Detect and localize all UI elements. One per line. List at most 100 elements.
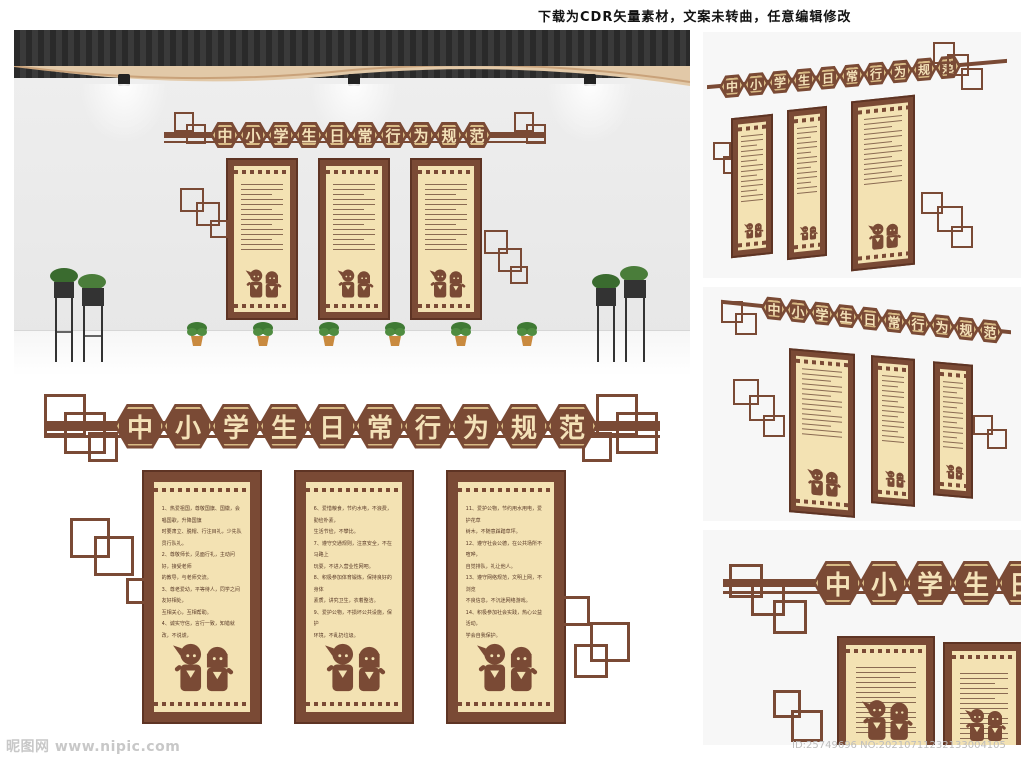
fret-border (154, 488, 250, 492)
title-hex-char: 中 (210, 122, 240, 148)
text-line-placeholder (802, 398, 842, 403)
text-line-placeholder (943, 396, 963, 399)
panel-board (794, 113, 820, 253)
rules-panel (851, 94, 915, 272)
potted-plant-icon (318, 320, 340, 354)
text-line-placeholder (741, 193, 763, 198)
spotlight-icon (118, 74, 130, 86)
text-line-placeholder (881, 430, 899, 433)
text-line-placeholder (240, 219, 284, 220)
text-line-placeholder (797, 166, 812, 170)
text-line-placeholder (881, 405, 905, 408)
title-hex-char: 小 (743, 71, 769, 96)
fret-border (796, 358, 848, 368)
title-hex-char: 常 (354, 403, 406, 449)
title-hex-char: 规 (498, 403, 550, 449)
text-line-placeholder (959, 723, 1009, 724)
rules-panel (943, 642, 1021, 745)
text-line-placeholder (741, 198, 763, 203)
text-line-placeholder (741, 163, 763, 168)
potted-plant-icon (450, 320, 472, 354)
text-line-placeholder (959, 698, 995, 699)
text-line-placeholder (424, 214, 468, 215)
text-line-placeholder (797, 185, 817, 190)
text-line-placeholder (797, 170, 817, 175)
title-hex-char: 为 (887, 59, 913, 84)
title-hex-char: 规 (434, 122, 464, 148)
text-line-placeholder (802, 418, 842, 423)
text-line-placeholder (240, 244, 284, 245)
text-line-placeholder (855, 687, 917, 688)
text-line-placeholder (881, 435, 905, 438)
text-line-placeholder (240, 234, 284, 235)
text-line-placeholder (240, 204, 284, 205)
panel-board (952, 651, 1016, 745)
title-hex-char: 生 (951, 561, 1001, 605)
text-line-placeholder (332, 224, 364, 225)
text-line-placeholder (864, 145, 902, 150)
fret-border (234, 304, 290, 309)
panel-text: 1、热爱祖国，尊敬国旗、国徽，会唱国歌，升降国旗时要肃立、脱帽、行注目礼，少先队… (162, 504, 243, 641)
text-line-placeholder (797, 140, 817, 145)
panel-board (234, 166, 290, 312)
text-line-placeholder (424, 224, 456, 225)
rule-line: 6、爱惜粮食，节约水电，不浪费，勤俭朴素， (313, 506, 392, 524)
panel-board (796, 355, 848, 511)
text-line-placeholder (881, 415, 899, 418)
scene-perspective-1: 中小学生日常行为规范 (703, 32, 1021, 278)
text-line-placeholder (864, 165, 902, 170)
text-line-placeholder (855, 697, 917, 698)
fret-border (306, 488, 402, 492)
text-line-placeholder (864, 126, 892, 130)
text-line-placeholder (943, 381, 963, 384)
students-illustration-icon (961, 705, 1011, 745)
title-hex-char: 生 (833, 303, 859, 329)
title-hex-char: 为 (406, 122, 436, 148)
students-illustration-icon (944, 462, 966, 486)
rule-line: 环境，不乱扔垃圾。 (313, 632, 359, 639)
text-line-placeholder (802, 423, 831, 427)
potted-plant-icon (516, 320, 538, 354)
text-line-placeholder (332, 249, 376, 250)
text-line-placeholder (797, 130, 817, 135)
text-line-placeholder (240, 229, 284, 230)
text-line-placeholder (797, 190, 817, 195)
light-beam (545, 84, 635, 144)
text-line-placeholder (881, 385, 899, 388)
title-hex-char: 学 (266, 122, 296, 148)
text-line-placeholder (864, 160, 902, 165)
text-line-placeholder (797, 136, 812, 140)
rule-line: 13、遵守网络规范，文明上网，不浏览 (465, 575, 543, 593)
text-line-placeholder (240, 239, 272, 240)
text-line-placeholder (802, 393, 831, 397)
rule-line: 不良信息，不沉迷网络游戏。 (465, 598, 531, 604)
text-line-placeholder (802, 433, 842, 438)
text-line-placeholder (959, 718, 1009, 719)
panel-text: 11、爱护公物，节约用水用电，爱护花草树木，不随意踩踏草坪。12、遵守社会公德，… (466, 504, 547, 641)
text-line-placeholder (797, 125, 817, 130)
text-line-placeholder (864, 115, 902, 120)
text-line-placeholder (741, 148, 763, 153)
text-line-placeholder (741, 133, 763, 138)
rules-panel (933, 361, 973, 499)
fret-border (952, 655, 1016, 660)
watermark-id: ID:25749696 NO:20210711232133004105 (792, 740, 1006, 751)
text-line-placeholder (424, 234, 468, 235)
text-line-placeholder (959, 693, 1009, 694)
text-line-placeholder (881, 400, 899, 403)
rule-line: 素质，讲究卫生，衣着整洁。 (313, 598, 379, 604)
text-line-placeholder (741, 174, 757, 178)
text-line-placeholder (864, 156, 892, 160)
text-line-placeholder (741, 144, 757, 148)
potted-plant-icon (384, 320, 406, 354)
scene-perspective-2: 中小学生日常行为规范 (703, 287, 1021, 521)
text-line-placeholder (424, 204, 468, 205)
rule-line: 8、积极参加体育锻炼，保持良好的身体 (313, 575, 392, 593)
text-line-placeholder (741, 178, 763, 183)
text-line-placeholder (864, 135, 902, 140)
text-line-placeholder (797, 155, 817, 160)
title-hex-char: 中 (114, 403, 166, 449)
panel-board (878, 362, 908, 500)
